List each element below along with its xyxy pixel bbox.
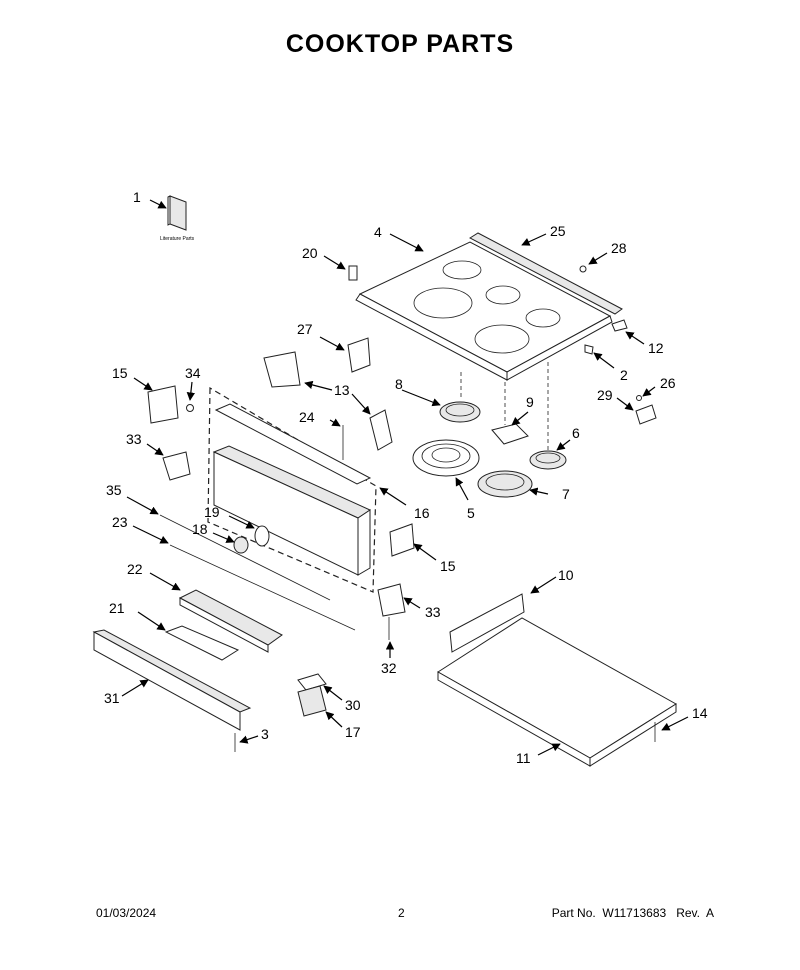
literature-parts-booklet: Literature Parts [160,195,195,242]
callout-11: 11 [516,750,531,766]
bracket-part-29 [635,404,657,425]
screw-part-28 [579,265,587,273]
callout-17: 17 [345,724,361,740]
wire-part-35 [159,514,331,601]
callout-numbers: 1 2 3 4 5 6 7 8 9 10 11 12 13 14 15 15 1… [104,189,708,766]
callout-33-right: 33 [425,604,441,620]
trim-part-31-face [93,631,241,731]
callout-21: 21 [109,600,125,616]
callout-10: 10 [558,567,574,583]
bracket-part-15-right [389,523,415,557]
callout-8: 8 [395,376,403,392]
callout-20: 20 [302,245,318,261]
wire-part-23 [169,544,356,631]
callout-9: 9 [526,394,534,410]
screw-part-26 [636,395,642,401]
callout-25: 25 [550,223,566,239]
callout-13: 13 [334,382,350,398]
callout-22: 22 [127,561,143,577]
callout-14: 14 [692,705,708,721]
footer-page-number: 2 [398,906,405,920]
callout-23: 23 [112,514,128,530]
control-board-part-22-side [179,597,269,653]
callout-27: 27 [297,321,313,337]
callout-15-left: 15 [112,365,128,381]
bracket-part-33-left [162,451,191,481]
callout-30: 30 [345,697,361,713]
callout-29: 29 [597,387,613,403]
knob-part-18 [233,536,249,554]
clip-part-2 [584,344,594,355]
callout-5: 5 [467,505,475,521]
screw-part-34 [186,404,194,412]
switch-part-30 [297,673,327,691]
element-part-5 [412,439,480,477]
callout-28: 28 [611,240,627,256]
callout-15-right: 15 [440,558,456,574]
callout-33-left: 33 [126,431,142,447]
callout-4: 4 [374,224,382,240]
bracket-part-13-right [369,409,393,451]
callout-31: 31 [104,690,120,706]
footer-date: 01/03/2024 [96,906,157,920]
element-part-8 [439,401,481,423]
bracket-part-33-right [377,583,406,617]
bracket-part-13-left [263,351,301,388]
shield-part-21 [164,625,240,661]
element-part-6 [529,450,567,470]
callout-19: 19 [204,504,220,520]
clip-part-20 [348,265,358,281]
callout-16: 16 [414,505,430,521]
bracket-part-15-left [147,385,179,424]
callout-3: 3 [261,726,269,742]
element-part-9 [491,423,529,445]
footer-part-number: Part No. W11713683 Rev. A [551,906,714,920]
control-panel-part-16 [212,403,372,576]
bracket-part-27 [347,337,371,373]
callout-35: 35 [106,482,122,498]
callout-2: 2 [620,367,628,383]
callout-leaders [121,199,689,756]
switch-part-17 [297,685,327,717]
callout-18: 18 [192,521,208,537]
literature-label: Literature Parts [160,236,195,242]
bracket-part-12 [611,319,628,332]
rear-trim-part [468,232,623,315]
knob-ring-part-19 [254,525,270,547]
callout-34: 34 [185,365,201,381]
callout-7: 7 [562,486,570,502]
chassis-wall-part-10 [449,593,525,653]
page-title: COOKTOP PARTS [285,30,515,58]
element-part-7 [477,470,533,498]
callout-24: 24 [299,409,315,425]
callout-6: 6 [572,425,580,441]
callout-26: 26 [660,375,676,391]
callout-12: 12 [648,340,664,356]
chassis-part-11 [437,617,677,767]
callout-32: 32 [381,660,397,676]
glass-cooktop-part [355,241,613,381]
callout-1: 1 [133,189,141,205]
